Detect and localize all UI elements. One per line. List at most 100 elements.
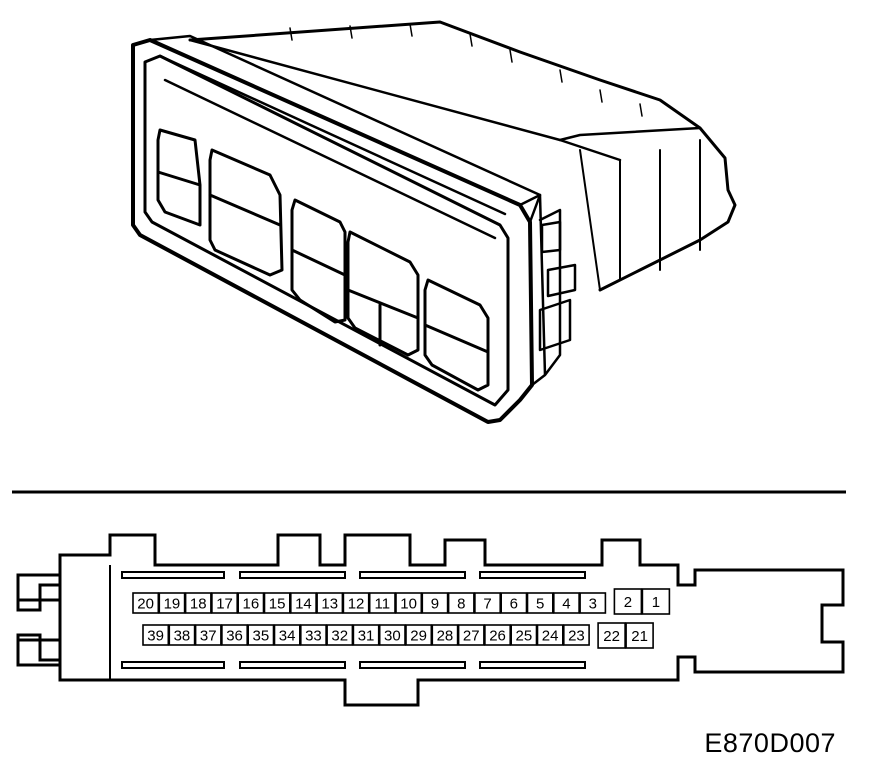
pin-36: 36	[221, 624, 248, 646]
pin-25: 25	[510, 624, 538, 646]
svg-text:9: 9	[431, 596, 439, 613]
svg-text:39: 39	[147, 628, 164, 645]
svg-text:5: 5	[536, 596, 544, 613]
figure-code: E870D007	[704, 728, 836, 758]
svg-text:6: 6	[510, 596, 518, 613]
cavity-5	[423, 278, 490, 392]
pin-4: 4	[552, 592, 580, 614]
pin-13: 13	[316, 592, 344, 614]
pin-8: 8	[447, 592, 475, 614]
pin-19: 19	[158, 592, 186, 614]
svg-text:26: 26	[489, 628, 506, 645]
svg-text:35: 35	[253, 628, 270, 645]
pin-10: 10	[395, 592, 423, 614]
cavity-1	[156, 128, 202, 227]
svg-text:4: 4	[562, 596, 570, 613]
pin-35: 35	[247, 624, 275, 646]
pin-11: 11	[368, 592, 396, 614]
svg-text:1: 1	[652, 594, 660, 611]
svg-text:34: 34	[279, 628, 296, 645]
svg-text:27: 27	[463, 628, 480, 645]
pin-31: 31	[352, 624, 380, 646]
svg-text:29: 29	[410, 628, 427, 645]
left-tab-block	[18, 598, 60, 642]
pin-23: 23	[562, 624, 590, 646]
connector-3d-illustration	[131, 20, 737, 424]
pin-38: 38	[168, 624, 196, 646]
svg-text:21: 21	[631, 628, 648, 645]
cavity-3	[290, 198, 347, 324]
pin-30: 30	[378, 624, 406, 646]
connector-outline	[58, 533, 845, 707]
svg-text:37: 37	[200, 628, 217, 645]
svg-text:31: 31	[358, 628, 375, 645]
front-flange-outer	[131, 38, 534, 424]
svg-text:14: 14	[295, 596, 312, 613]
svg-text:16: 16	[243, 596, 260, 613]
pin-26: 26	[484, 624, 511, 646]
pin-5: 5	[526, 592, 554, 614]
left-tab-upper	[16, 573, 60, 612]
rear-housing-ticks	[289, 23, 643, 117]
svg-text:10: 10	[400, 596, 417, 613]
svg-text:7: 7	[483, 596, 491, 613]
connector-front-view	[16, 533, 845, 707]
svg-text:15: 15	[269, 596, 286, 613]
front-ledge	[148, 34, 542, 240]
svg-text:18: 18	[190, 596, 207, 613]
pin-9: 9	[421, 592, 449, 614]
pin-2: 2	[613, 588, 643, 615]
rear-housing-side	[558, 126, 702, 142]
pin-18: 18	[184, 592, 212, 614]
svg-text:33: 33	[305, 628, 322, 645]
rear-housing-ribs	[579, 139, 701, 291]
svg-text:13: 13	[321, 596, 338, 613]
svg-text:11: 11	[375, 596, 391, 613]
svg-text:3: 3	[589, 596, 597, 613]
pin-22: 22	[597, 622, 626, 649]
svg-text:28: 28	[437, 628, 454, 645]
svg-text:38: 38	[174, 628, 191, 645]
front-flange-inner	[143, 54, 510, 407]
pin-21: 21	[625, 622, 654, 649]
svg-text:36: 36	[226, 628, 243, 645]
svg-text:8: 8	[457, 596, 465, 613]
svg-text:23: 23	[568, 628, 585, 645]
svg-text:19: 19	[164, 596, 181, 613]
pin-16: 16	[237, 592, 265, 614]
pin-1: 1	[641, 588, 671, 615]
upper-slot-bars	[121, 571, 586, 579]
pin-15: 15	[263, 592, 291, 614]
pin-39: 39	[142, 624, 170, 646]
svg-text:25: 25	[516, 628, 533, 645]
left-tab-lower	[16, 633, 60, 667]
pin-3: 3	[579, 592, 607, 614]
side-latch	[538, 220, 577, 352]
svg-text:30: 30	[384, 628, 401, 645]
svg-text:17: 17	[216, 596, 233, 613]
pin-24: 24	[536, 624, 564, 646]
pin-20: 20	[132, 592, 160, 614]
svg-text:22: 22	[603, 628, 620, 645]
cavity-2	[208, 148, 284, 277]
pin-6: 6	[500, 592, 528, 614]
svg-text:32: 32	[331, 628, 348, 645]
svg-text:20: 20	[137, 596, 154, 613]
pin-28: 28	[431, 624, 459, 646]
pin-29: 29	[405, 624, 433, 646]
pin-27: 27	[457, 624, 485, 646]
svg-text:24: 24	[542, 628, 559, 645]
pin-12: 12	[342, 592, 370, 614]
pin-17: 17	[211, 592, 238, 614]
pin-7: 7	[474, 592, 501, 614]
pin-34: 34	[273, 624, 301, 646]
pin-14: 14	[289, 592, 317, 614]
pin-row-bottom: 39 38 37 36 35 34 33 32 31 30 29 28 27 26 25 24 23 22 21	[142, 622, 654, 649]
pin-33: 33	[299, 624, 327, 646]
cavity-4	[346, 230, 420, 357]
lower-slot-bars	[121, 661, 586, 669]
pin-37: 37	[194, 624, 222, 646]
svg-text:2: 2	[624, 594, 632, 611]
